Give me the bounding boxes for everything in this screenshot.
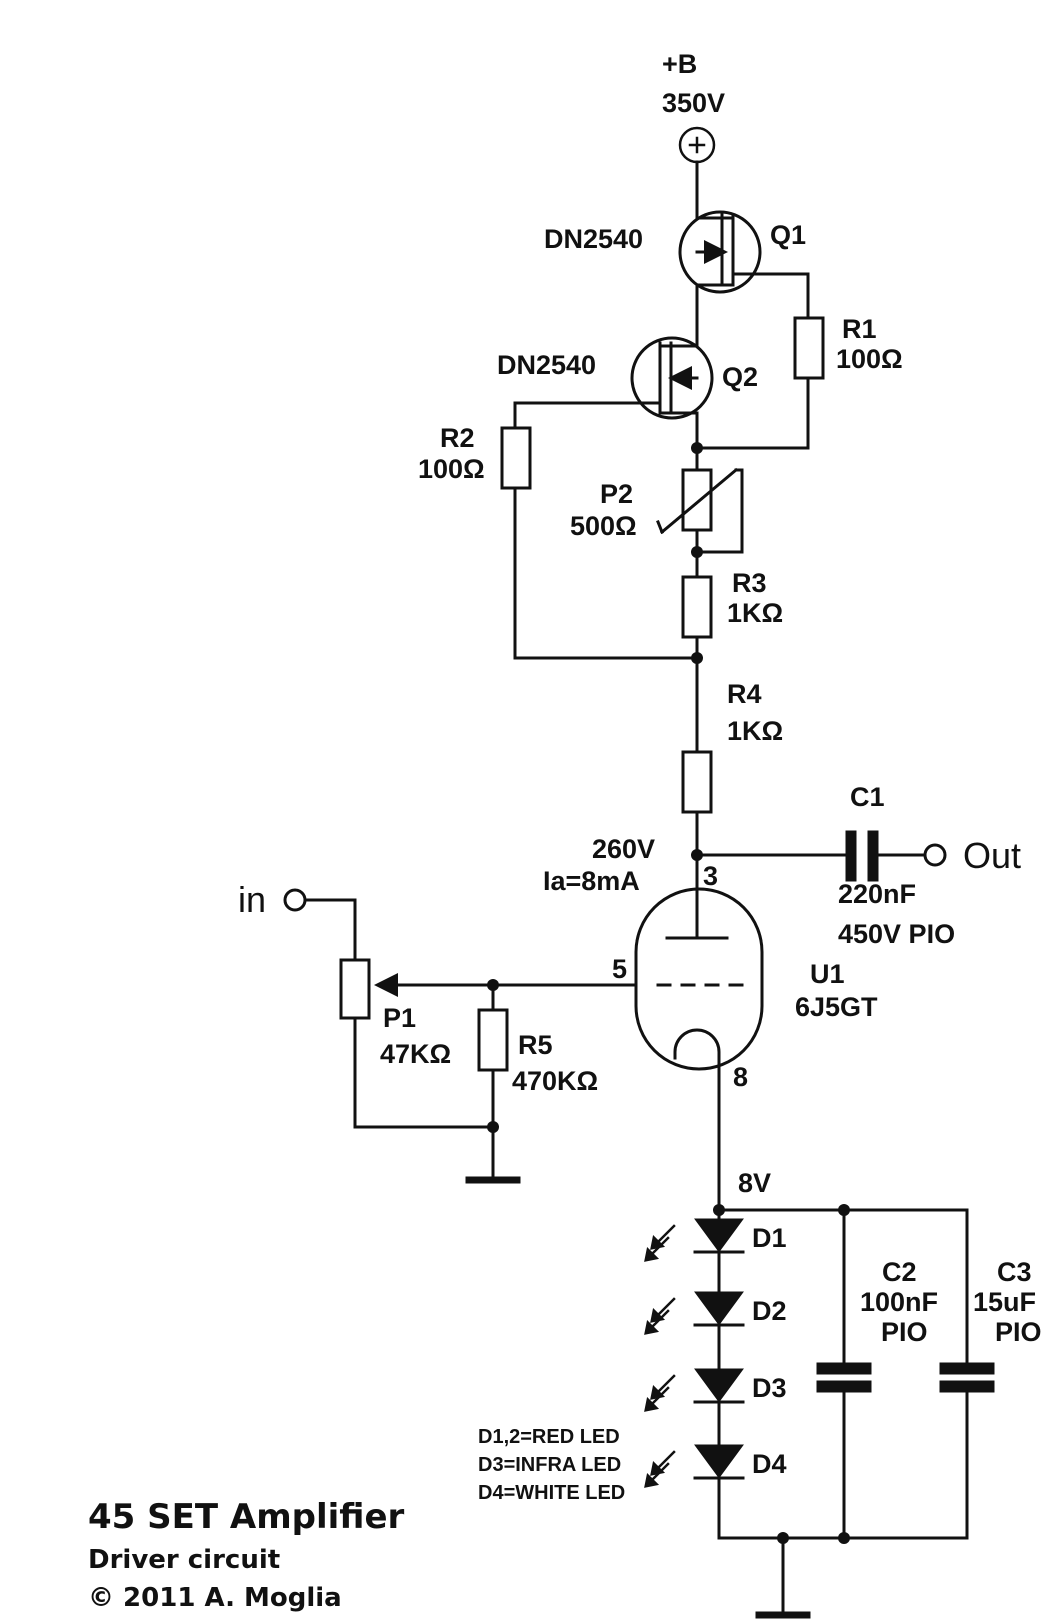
c3-type: PIO bbox=[995, 1317, 1042, 1347]
q1-part: DN2540 bbox=[544, 224, 643, 254]
c2-value: 100nF bbox=[860, 1287, 938, 1317]
led-diode bbox=[644, 1444, 745, 1488]
c2-type: PIO bbox=[881, 1317, 928, 1347]
r1-resistor bbox=[793, 316, 825, 380]
cathode-voltage: 8V bbox=[738, 1168, 771, 1198]
led-label: D1 bbox=[752, 1223, 787, 1253]
led-diode bbox=[644, 1218, 745, 1262]
supply-terminal bbox=[678, 126, 716, 164]
led-note: D4=WHITE LED bbox=[478, 1482, 625, 1504]
r5-resistor bbox=[477, 1008, 509, 1072]
q2-ref: Q2 bbox=[722, 362, 758, 392]
r3-ref: R3 bbox=[732, 568, 767, 598]
p1-potentiometer bbox=[339, 958, 371, 1020]
r4-ref: R4 bbox=[727, 679, 762, 709]
r2-value: 100Ω bbox=[418, 454, 485, 484]
plate-pin: 3 bbox=[703, 861, 718, 891]
r1-value: 100Ω bbox=[836, 344, 903, 374]
q2-mosfet-symbol bbox=[513, 336, 714, 420]
led-label: D2 bbox=[752, 1296, 787, 1326]
ground-symbol-2 bbox=[755, 1611, 811, 1619]
p2-trimmer bbox=[656, 467, 744, 554]
c2-capacitor bbox=[816, 1362, 872, 1393]
led-note: D3=INFRA LED bbox=[478, 1454, 621, 1476]
plate-voltage: 260V bbox=[592, 834, 655, 864]
output-terminal[interactable] bbox=[923, 843, 947, 867]
c1-capacitor bbox=[845, 830, 879, 882]
plate-current: Ia=8mA bbox=[543, 866, 640, 896]
r2-ref: R2 bbox=[440, 423, 475, 453]
p2-value: 500Ω bbox=[570, 511, 637, 541]
input-label: in bbox=[238, 879, 266, 920]
r3-resistor bbox=[681, 575, 713, 639]
led-label: D4 bbox=[752, 1449, 787, 1479]
c1-value: 220nF bbox=[838, 879, 916, 909]
q2-part: DN2540 bbox=[497, 350, 596, 380]
c3-value: 15uF bbox=[973, 1287, 1036, 1317]
r2-resistor bbox=[500, 426, 532, 490]
r4-value: 1KΩ bbox=[727, 716, 783, 746]
p2-ref: P2 bbox=[600, 479, 633, 509]
r1-ref: R1 bbox=[842, 314, 877, 344]
grid-pin: 5 bbox=[612, 954, 627, 984]
q1-ref: Q1 bbox=[770, 220, 806, 250]
p1-ref: P1 bbox=[383, 1003, 416, 1033]
r5-value: 470KΩ bbox=[512, 1066, 598, 1096]
p1-value: 47KΩ bbox=[380, 1039, 451, 1069]
ground-symbol bbox=[465, 1176, 521, 1184]
output-label: Out bbox=[963, 835, 1021, 876]
led-diode bbox=[644, 1368, 745, 1412]
drawing-subtitle: Driver circuit bbox=[88, 1545, 280, 1575]
c3-ref: C3 bbox=[997, 1257, 1032, 1287]
led-note: D1,2=RED LED bbox=[478, 1426, 620, 1448]
r5-ref: R5 bbox=[518, 1030, 553, 1060]
led-label: D3 bbox=[752, 1373, 787, 1403]
input-terminal[interactable] bbox=[283, 888, 307, 912]
c3-capacitor bbox=[939, 1362, 995, 1393]
tube-part: 6J5GT bbox=[795, 992, 878, 1022]
tube-u1-symbol bbox=[634, 887, 764, 1071]
r4-resistor bbox=[681, 750, 713, 814]
cathode-pin: 8 bbox=[733, 1062, 748, 1092]
drawing-title: 45 SET Amplifier bbox=[88, 1497, 405, 1537]
led-diode bbox=[644, 1291, 745, 1335]
supply-name: +B bbox=[662, 49, 697, 79]
r3-value: 1KΩ bbox=[727, 598, 783, 628]
q1-mosfet-symbol bbox=[678, 210, 810, 294]
supply-voltage: 350V bbox=[662, 88, 725, 118]
drawing-copyright: © 2011 A. Moglia bbox=[88, 1583, 342, 1613]
c1-type: 450V PIO bbox=[838, 919, 955, 949]
c1-ref: C1 bbox=[850, 782, 885, 812]
tube-ref: U1 bbox=[810, 959, 845, 989]
c2-ref: C2 bbox=[882, 1257, 917, 1287]
